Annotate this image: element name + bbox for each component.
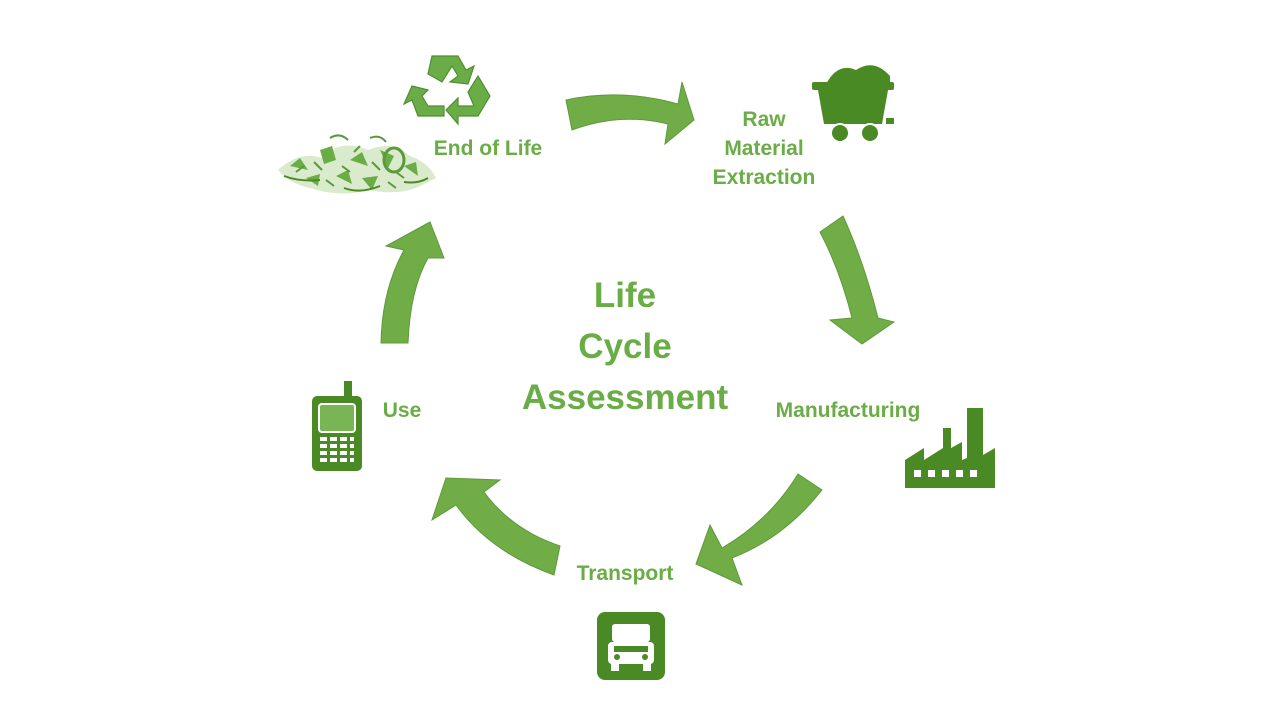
title-line-1: Life (593, 276, 657, 315)
raw-material-line-3: Extraction (712, 166, 816, 189)
title-line-3: Assessment (521, 378, 729, 417)
truck-icon (597, 612, 665, 680)
stage-label-end-of-life: End of Life (433, 137, 543, 160)
raw-material-line-2: Material (724, 137, 804, 160)
mobile-phone-icon (312, 381, 362, 471)
arrow-manufacturing-to-transport (695, 473, 823, 586)
factory-icon (905, 408, 995, 488)
arrow-transport-to-use (431, 477, 561, 576)
stage-label-manufacturing: Manufacturing (775, 399, 921, 422)
recycle-icon (402, 55, 491, 126)
mine-cart-icon (812, 65, 894, 143)
cycle-arrows (380, 81, 896, 586)
raw-material-line-1: Raw (742, 108, 786, 131)
stage-label-use: Use (382, 399, 422, 422)
waste-pile-icon (278, 134, 436, 194)
diagram-title: Life Cycle Assessment (490, 270, 760, 423)
arrow-raw-material-to-manufacturing (819, 215, 896, 345)
stage-label-transport: Transport (576, 562, 674, 585)
arrow-use-to-end-of-life (380, 221, 445, 344)
arrow-end-of-life-to-raw-material (565, 81, 695, 146)
title-line-2: Cycle (578, 327, 672, 366)
stage-label-raw-material-extraction: Raw Material Extraction (700, 105, 828, 192)
